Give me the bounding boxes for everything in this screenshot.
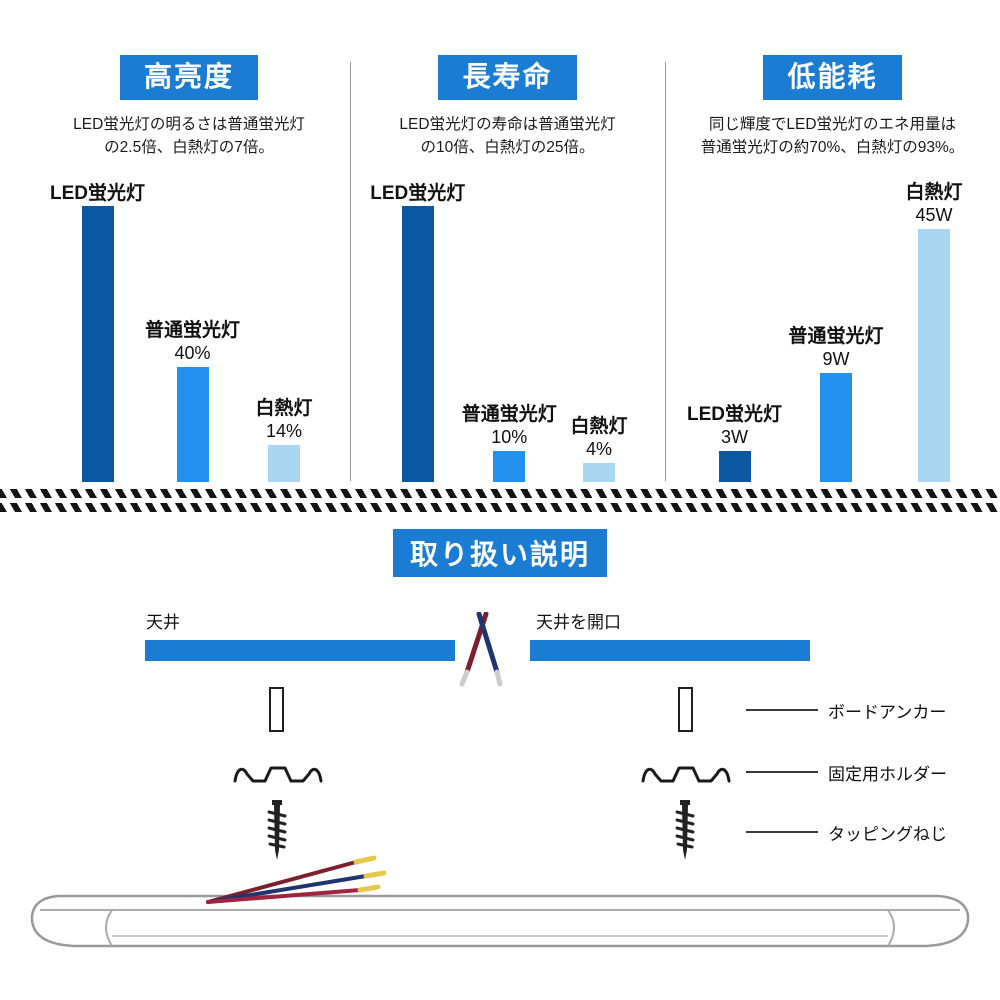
bar-label: 普通蛍光灯 [788,326,884,347]
bar [268,445,300,482]
instructions-title-badge: 取り扱い説明 [393,529,607,577]
chart-bars: LED蛍光灯 普通蛍光灯 10% 白熱灯 4% [350,179,665,482]
charts-section: 高亮度 LED蛍光灯の明るさは普通蛍光灯 の2.5倍、白熱灯の7倍。 LED蛍光… [0,0,1000,482]
leader-line [746,709,818,711]
fixing-holder-icon [233,766,323,783]
striped-divider [0,503,1000,512]
chart-description: 同じ輝度でLED蛍光灯のエネ用量は 普通蛍光灯の約70%、白熱灯の93%。 [701,113,965,160]
light-fixture-illustration [30,894,970,948]
bar-group: LED蛍光灯 3W [687,404,782,482]
chart-brightness: 高亮度 LED蛍光灯の明るさは普通蛍光灯 の2.5倍、白熱灯の7倍。 LED蛍光… [0,0,350,482]
legend-label: タッピングねじ [828,824,947,844]
bar-group: 普通蛍光灯 10% [461,404,557,482]
hanging-wires-icon [459,612,503,687]
bar [176,367,209,482]
ceiling-opening-label: 天井を開口 [536,613,621,632]
description-line-2: 普通蛍光灯の約70%、白熱灯の93%。 [700,139,965,157]
description-line-1: 同じ輝度でLED蛍光灯のエネ用量は [708,115,957,133]
column-divider [665,62,666,481]
bar-value: 10% [491,427,528,447]
bar [918,229,950,482]
bar-group: 普通蛍光灯 40% [145,320,240,482]
legend-item: 固定用ホルダー [746,762,947,784]
bar-label: 普通蛍光灯 [145,320,241,341]
striped-divider [0,489,1000,498]
ceiling-bar-left [145,640,455,661]
legend-label: ボードアンカー [828,702,947,722]
bar-value: 14% [265,421,303,441]
legend-item: タッピングねじ [746,822,947,844]
bar-group: 白熱灯 14% [240,398,328,482]
bar-group: 普通蛍光灯 9W [789,326,884,482]
bar-label: 白熱灯 [905,182,963,203]
bar-label: LED蛍光灯 [687,404,783,425]
bar-value: 45W [915,205,953,225]
legend-label: 固定用ホルダー [828,764,947,784]
ceiling-label: 天井 [146,613,180,632]
fixing-holder-icon [641,766,731,783]
bar-value: 4% [585,439,612,459]
bar-label: LED蛍光灯 [50,183,146,204]
bar-group: 白熱灯 45W [890,182,978,482]
chart-energy: 低能耗 同じ輝度でLED蛍光灯のエネ用量は 普通蛍光灯の約70%、白熱灯の93%… [665,0,1000,482]
fixture-wires-icon [206,855,387,904]
board-anchor-icon [269,687,284,732]
bar [81,206,114,482]
legend-item: ボードアンカー [746,700,947,722]
bar-label: 白熱灯 [255,398,313,419]
chart-bars: LED蛍光灯 3W 普通蛍光灯 9W 白熱灯 45W [665,179,1000,482]
bar [401,206,434,482]
description-line-1: LED蛍光灯の寿命は普通蛍光灯 [399,115,616,133]
bar-label: 普通蛍光灯 [461,404,557,425]
column-divider [350,62,351,481]
bar-group: 白熱灯 4% [555,416,643,482]
tapping-screw-icon [267,800,287,860]
bar [493,451,526,482]
tapping-screw-icon [675,800,695,860]
bar-group: LED蛍光灯 [50,183,145,482]
bar-group: LED蛍光灯 [370,183,466,482]
leader-line [746,771,818,773]
chart-title-badge: 高亮度 [119,55,258,100]
chart-description: LED蛍光灯の明るさは普通蛍光灯 の2.5倍、白熱灯の7倍。 [73,113,305,160]
chart-lifespan: 長寿命 LED蛍光灯の寿命は普通蛍光灯 の10倍、白熱灯の25倍。 LED蛍光灯… [350,0,665,482]
bar-value: 40% [174,343,211,363]
chart-title-badge: 低能耗 [763,55,902,100]
board-anchor-icon [678,687,693,732]
chart-bars: LED蛍光灯 普通蛍光灯 40% 白熱灯 14% [28,179,350,482]
bar-value: 3W [721,427,748,447]
bar [718,451,751,482]
bar-value: 9W [822,349,850,369]
bar-label: LED蛍光灯 [370,183,466,204]
description-line-2: の2.5倍、白熱灯の7倍。 [104,139,274,157]
description-line-2: の10倍、白熱灯の25倍。 [420,139,595,157]
leader-line [746,831,818,833]
description-line-1: LED蛍光灯の明るさは普通蛍光灯 [73,115,305,133]
chart-description: LED蛍光灯の寿命は普通蛍光灯 の10倍、白熱灯の25倍。 [399,113,615,160]
bar [583,463,615,482]
bar [820,373,852,482]
chart-title-badge: 長寿命 [438,55,577,100]
bar-label: 白熱灯 [570,416,628,437]
ceiling-bar-right [530,640,810,661]
